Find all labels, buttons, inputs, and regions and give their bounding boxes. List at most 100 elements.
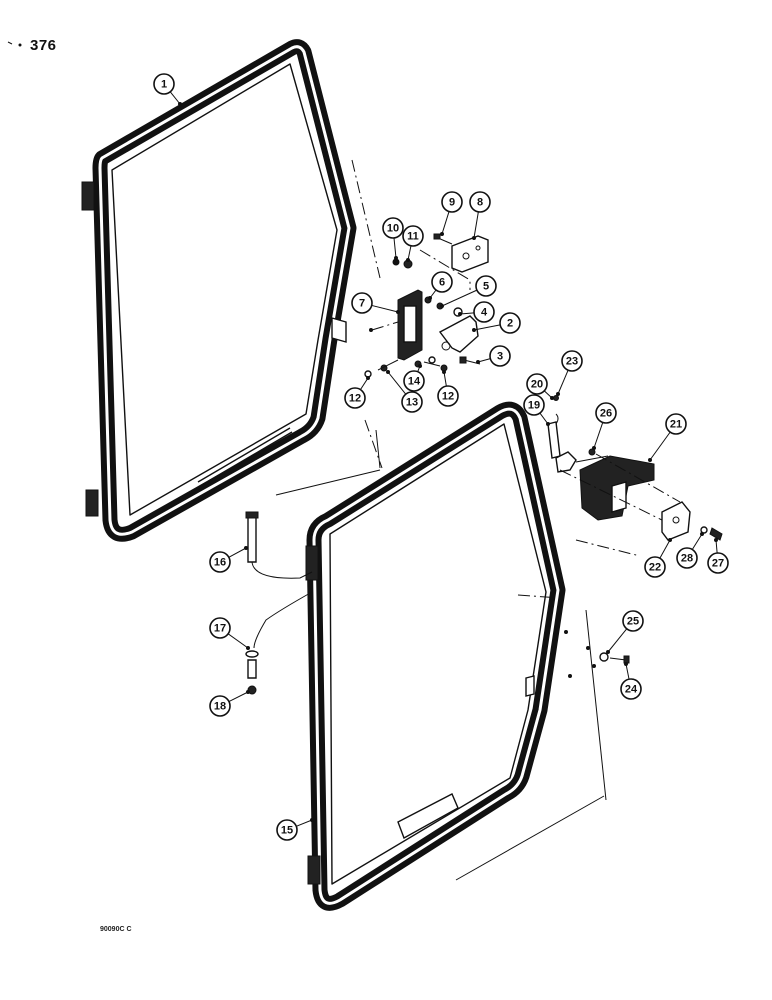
callout-circle xyxy=(402,225,424,247)
callout-label: 13 xyxy=(406,397,418,409)
callout-circle xyxy=(473,301,495,323)
callout-circle xyxy=(676,547,698,569)
callout-label: 25 xyxy=(627,616,639,628)
callout-arrowhead xyxy=(244,546,248,550)
callout-leader xyxy=(169,91,181,105)
callout-label: 23 xyxy=(566,356,578,368)
callout-24: 24 xyxy=(620,662,642,700)
callout-27: 27 xyxy=(707,538,729,574)
callout-label: 20 xyxy=(531,379,543,391)
callout-circle xyxy=(351,292,373,314)
callout-leader xyxy=(296,819,313,827)
callout-12: 12 xyxy=(344,376,370,409)
callout-arrowhead xyxy=(476,360,480,364)
callout-19: 19 xyxy=(523,394,550,426)
callout-label: 10 xyxy=(387,223,399,235)
callout-arrowhead xyxy=(472,328,476,332)
upper-window-frame xyxy=(81,39,357,542)
callout-3: 3 xyxy=(476,345,511,367)
callout-leader xyxy=(539,412,549,425)
callout-arrowhead xyxy=(310,818,314,822)
callout-8: 8 xyxy=(469,191,491,240)
hinge-pin-parts xyxy=(245,511,313,695)
callout-label: 19 xyxy=(528,400,540,412)
callout-circle xyxy=(344,387,366,409)
callout-circle xyxy=(489,345,511,367)
callout-arrowhead xyxy=(556,392,560,396)
callout-arrowhead xyxy=(386,370,390,374)
callout-leader xyxy=(477,358,491,363)
callout-arrowhead xyxy=(394,256,398,260)
callout-leader xyxy=(393,237,397,259)
callout-leader xyxy=(371,304,399,313)
callout-arrowhead xyxy=(440,232,444,236)
callout-label: 17 xyxy=(214,623,226,635)
callout-leader xyxy=(443,371,447,387)
callout-5: 5 xyxy=(440,275,497,308)
callout-4: 4 xyxy=(458,301,495,323)
callout-arrowhead xyxy=(714,538,718,542)
callout-arrowhead xyxy=(442,370,446,374)
callout-circle xyxy=(499,312,521,334)
callout-label: 6 xyxy=(439,277,445,289)
callout-leader xyxy=(607,628,628,653)
callout-23: 23 xyxy=(556,350,583,396)
callout-circle xyxy=(209,695,231,717)
callout-leader xyxy=(441,211,450,235)
callout-25: 25 xyxy=(606,610,644,654)
callout-arrowhead xyxy=(668,538,672,542)
callout-circle xyxy=(403,370,425,392)
callout-arrowhead xyxy=(396,310,400,314)
callout-circle xyxy=(620,678,642,700)
callout-circle xyxy=(441,191,463,213)
callout-arrowhead xyxy=(366,376,370,380)
callout-label: 16 xyxy=(214,557,226,569)
callout-label: 7 xyxy=(359,298,365,310)
callout-label: 22 xyxy=(649,562,661,574)
callout-circle xyxy=(665,413,687,435)
callout-circle xyxy=(644,556,666,578)
callout-leader xyxy=(387,371,407,395)
callout-leader xyxy=(459,312,475,315)
callout-leader xyxy=(649,431,671,461)
callout-leader xyxy=(473,211,479,239)
callout-circle xyxy=(209,617,231,639)
callout-label: 24 xyxy=(625,684,638,696)
callout-13: 13 xyxy=(386,370,423,413)
callout-arrowhead xyxy=(624,662,628,666)
callout-leader xyxy=(715,539,718,554)
guide-lines xyxy=(275,159,641,881)
callout-leader xyxy=(659,539,671,559)
callout-20: 20 xyxy=(526,373,554,400)
callout-10: 10 xyxy=(382,217,404,260)
callout-6: 6 xyxy=(428,271,453,300)
callout-9: 9 xyxy=(440,191,463,236)
callout-label: 26 xyxy=(600,408,612,420)
callout-circle xyxy=(276,819,298,841)
callout-label: 28 xyxy=(681,553,693,565)
callout-22: 22 xyxy=(644,538,672,578)
callout-leader xyxy=(593,422,604,449)
callout-leader xyxy=(407,245,412,261)
callout-arrowhead xyxy=(418,364,422,368)
callout-arrowhead xyxy=(700,532,704,536)
callout-7: 7 xyxy=(351,292,400,314)
callout-leader xyxy=(228,547,247,558)
callout-circle xyxy=(523,394,545,416)
figure-code: 90090C C xyxy=(100,926,132,933)
callout-leader xyxy=(228,691,249,702)
callout-label: 5 xyxy=(483,281,489,293)
page-number: 376 xyxy=(30,37,57,54)
callout-leader xyxy=(557,370,569,395)
callout-label: 9 xyxy=(449,197,455,209)
callout-1: 1 xyxy=(153,73,182,106)
callout-17: 17 xyxy=(209,617,250,650)
callout-circle xyxy=(382,217,404,239)
callout-label: 12 xyxy=(442,391,454,403)
callout-arrowhead xyxy=(246,690,250,694)
callout-circle xyxy=(431,271,453,293)
callout-26: 26 xyxy=(592,402,617,450)
callout-leader xyxy=(691,533,703,550)
